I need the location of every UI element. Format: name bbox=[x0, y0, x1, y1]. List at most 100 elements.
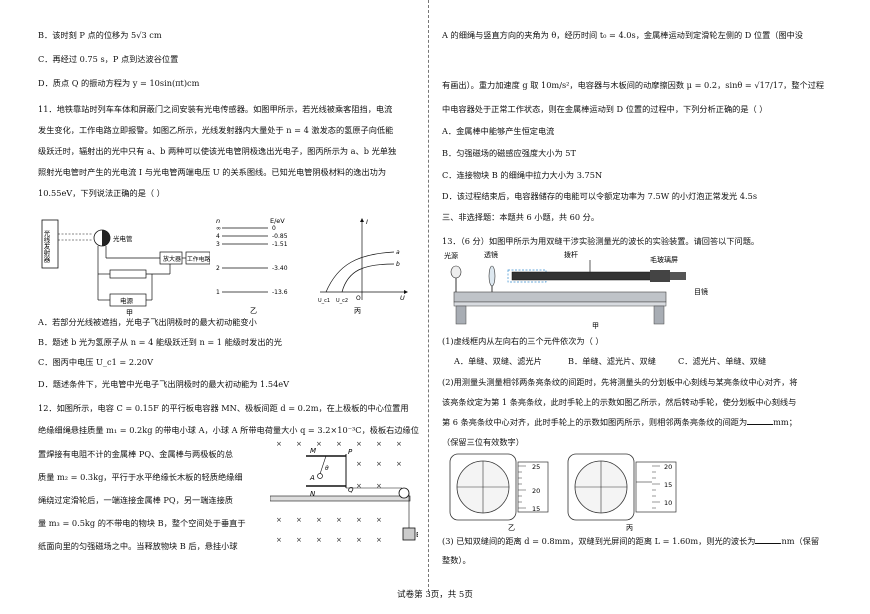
answer-blank-wavelength[interactable] bbox=[755, 536, 782, 544]
level-n-3: 3 bbox=[216, 241, 220, 248]
yi-tick-15: 15 bbox=[532, 505, 540, 513]
q13-2-line-1: (2)用测量头测量相邻两条亮条纹的间距时，先将测量头的分划板中心刻线与某亮条纹中… bbox=[442, 377, 798, 387]
svg-text:×: × bbox=[376, 482, 382, 490]
q11-line-1: 11．地铁靠站时列车车体和屏蔽门之间安装有光电传感器。如图甲所示，若光线被乘客阻… bbox=[38, 104, 393, 114]
screen-label: 毛玻璃屏 bbox=[650, 255, 678, 264]
yi-tick-20: 20 bbox=[532, 487, 540, 495]
level-e-inf: 0 bbox=[272, 225, 276, 232]
optical-bench bbox=[453, 291, 667, 303]
q13-intro: 13．（6 分）如图甲所示为用双缝干涉实验测量光的波长的实验装置。请回答以下问题… bbox=[442, 236, 760, 246]
q12-option-c: C．连接物块 B 的细绳中拉力大小为 3.75N bbox=[442, 170, 603, 180]
q12-cont-1: A 的细绳与竖直方向的夹角为 θ，经历时间 t₀ = 4.0s，金属棒运动到定滑… bbox=[442, 30, 804, 40]
work-circuit-label: 工作电路 bbox=[187, 255, 210, 263]
svg-text:×: × bbox=[376, 460, 382, 468]
svg-text:×: × bbox=[356, 536, 362, 544]
svg-text:×: × bbox=[296, 440, 302, 448]
svg-text:×: × bbox=[276, 440, 282, 448]
level-e-2: -3.40 bbox=[272, 265, 288, 272]
figure-bing-caption: 丙 bbox=[354, 307, 361, 315]
svg-text:×: × bbox=[276, 536, 282, 544]
block-b bbox=[402, 527, 416, 541]
level-e-4: -0.85 bbox=[272, 233, 288, 240]
q13-1-option-a: A．单缝、双缝、滤光片 bbox=[454, 356, 542, 366]
svg-text:×: × bbox=[296, 516, 302, 524]
svg-text:×: × bbox=[356, 516, 362, 524]
q13-2-line-3-text: 第 6 条亮条纹中心对齐，此时手轮上的示数如图丙所示，则相邻两条亮条纹的间距为 bbox=[442, 417, 748, 427]
q12-line-6: 量 m₃ = 0.5kg 的不带电的物块 B，整个空间处于垂直于 bbox=[38, 518, 246, 528]
q11-figure-bing: I U O a b U_c1 U_c2 丙 bbox=[318, 218, 408, 315]
svg-text:×: × bbox=[376, 440, 382, 448]
label-b: B bbox=[416, 531, 418, 539]
q12-figure: ××××××× ××× ×× ×××××× ×××××× M N P Q A θ… bbox=[270, 440, 418, 544]
level-n-4: 4 bbox=[216, 233, 220, 240]
emitter-label: 光线发射器 bbox=[42, 229, 50, 264]
level-n-inf: ∞ bbox=[216, 225, 221, 232]
bing-tick-20: 20 bbox=[664, 463, 672, 471]
label-a: A bbox=[309, 474, 315, 482]
svg-text:×: × bbox=[356, 460, 362, 468]
q13-part-3: (3) 已知双缝间的距离 d = 0.8mm，双缝到光屏间的距离 L = 1.6… bbox=[442, 536, 819, 546]
figure-yi-caption: 乙 bbox=[250, 307, 257, 315]
svg-text:×: × bbox=[376, 516, 382, 524]
ball-a bbox=[317, 473, 323, 479]
lens-label: 透镜 bbox=[484, 250, 498, 259]
amplifier-label: 放大器 bbox=[163, 255, 181, 263]
q13-figure-jia: 光源 透镜 拨杆 毛玻璃屏 目镜 甲 bbox=[444, 250, 708, 330]
lever-label: 拨杆 bbox=[564, 250, 578, 259]
level-e-1: -13.6 bbox=[272, 289, 288, 296]
q12-line-3: 置焊接有电阻不计的金属棒 PQ、金属棒与两极板的总 bbox=[38, 449, 233, 459]
magnetic-field-crosses: ××××××× ××× ×× ×××××× ×××××× bbox=[276, 440, 402, 544]
uc1-label: U_c1 bbox=[318, 298, 330, 304]
pulley-icon bbox=[398, 487, 410, 499]
q11-option-c: C．图丙中电压 U_c1 = 2.20V bbox=[38, 357, 153, 367]
q12-line-7: 纸面向里的匀强磁场之中。当释放物块 B 后，悬挂小球 bbox=[38, 541, 238, 551]
svg-text:×: × bbox=[356, 440, 362, 448]
svg-text:×: × bbox=[336, 440, 342, 448]
uc2-label: U_c2 bbox=[336, 298, 348, 304]
svg-text:×: × bbox=[336, 536, 342, 544]
level-n-1: 1 bbox=[216, 289, 220, 296]
svg-text:×: × bbox=[316, 516, 322, 524]
light-source-label: 光源 bbox=[444, 251, 458, 260]
tube bbox=[511, 271, 653, 281]
answer-blank-spacing[interactable] bbox=[747, 417, 774, 425]
column-divider bbox=[428, 0, 429, 592]
q13-3-text: (3) 已知双缝间的距离 d = 0.8mm，双缝到光屏间的距离 L = 1.6… bbox=[442, 536, 756, 546]
figure-yi-caption: 乙 bbox=[508, 524, 515, 532]
svg-text:×: × bbox=[396, 460, 402, 468]
q11-option-a: A．若部分光线被遮挡，光电子飞出阴极时的最大初动能变小 bbox=[38, 317, 257, 327]
q10-option-c: C．再经过 0.75 s，P 点到达波谷位置 bbox=[38, 54, 179, 64]
q13-2-line-2: 该亮条纹定为第 1 条亮条纹，此时手轮上的示数如图乙所示，然后转动手轮，使分划板… bbox=[442, 397, 797, 407]
bing-tick-10: 10 bbox=[664, 499, 672, 507]
q12-option-b: B．匀强磁场的磁感应强度大小为 5T bbox=[442, 148, 576, 158]
level-n-2: 2 bbox=[216, 265, 220, 272]
tube-label: 光电管 bbox=[113, 234, 133, 243]
q11-line-5: 10.55eV，下列说法正确的是（ ） bbox=[38, 188, 165, 198]
q11-line-3: 级跃迁时，辐射出的光中只有 a、b 两种可以使该光电管阴极逸出光电子，图丙所示为… bbox=[38, 146, 397, 156]
label-p: P bbox=[348, 448, 353, 456]
spacing-unit: mm； bbox=[773, 417, 797, 427]
q13-2-line-3: 第 6 条亮条纹中心对齐，此时手轮上的示数如图丙所示，则相邻两条亮条纹的间距为 m… bbox=[442, 417, 797, 427]
micrometer-yi: 25 20 15 乙 bbox=[449, 453, 549, 532]
q12-cont-3: 中电容器处于正常工作状态，则在金属棒运动到 D 位置的过程中，下列分析正确的是（… bbox=[442, 104, 768, 114]
power-label: 电源 bbox=[120, 296, 134, 305]
q11-line-2: 发生变化，工作电路立即报警。如图乙所示，光线发射器内大量处于 n = 4 激发态… bbox=[38, 125, 394, 135]
level-e-3: -1.51 bbox=[272, 241, 288, 248]
q11-figure-yi: n E/eV ∞ 0 4 -0.85 3 -1.51 2 -3.40 1 -13… bbox=[216, 217, 288, 315]
svg-text:×: × bbox=[396, 440, 402, 448]
q11-line-4: 照射光电管时产生的光电流 I 与光电管两端电压 U 的关系图线。已知光电管阴极材… bbox=[38, 167, 387, 177]
svg-text:×: × bbox=[316, 536, 322, 544]
q12-line-5: 绳绕过定滑轮后，一端连接金属棒 PQ，另一端连接质 bbox=[38, 495, 233, 505]
origin-label: O bbox=[356, 295, 361, 302]
lens-icon bbox=[488, 265, 496, 287]
bing-tick-15: 15 bbox=[664, 481, 672, 489]
svg-text:×: × bbox=[376, 536, 382, 544]
label-n: N bbox=[310, 490, 316, 498]
q12-line-1: 12．如图所示，电容 C = 0.15F 的平行板电容器 MN、极板间距 d =… bbox=[38, 403, 409, 413]
q13-part-1: (1)虚线框内从左向右的三个元件依次为（ ） bbox=[442, 336, 604, 346]
i-axis-label: I bbox=[366, 218, 368, 226]
svg-text:×: × bbox=[356, 482, 362, 490]
q11-figure-jia: 光线发射器 光电管 放大器 工作电路 电源 甲 bbox=[41, 219, 210, 316]
svg-text:×: × bbox=[336, 516, 342, 524]
q12-line-2: 绝缘细绳悬挂质量 m₁ = 0.2kg 的带电小球 A，小球 A 所带电荷量大小… bbox=[38, 425, 419, 435]
